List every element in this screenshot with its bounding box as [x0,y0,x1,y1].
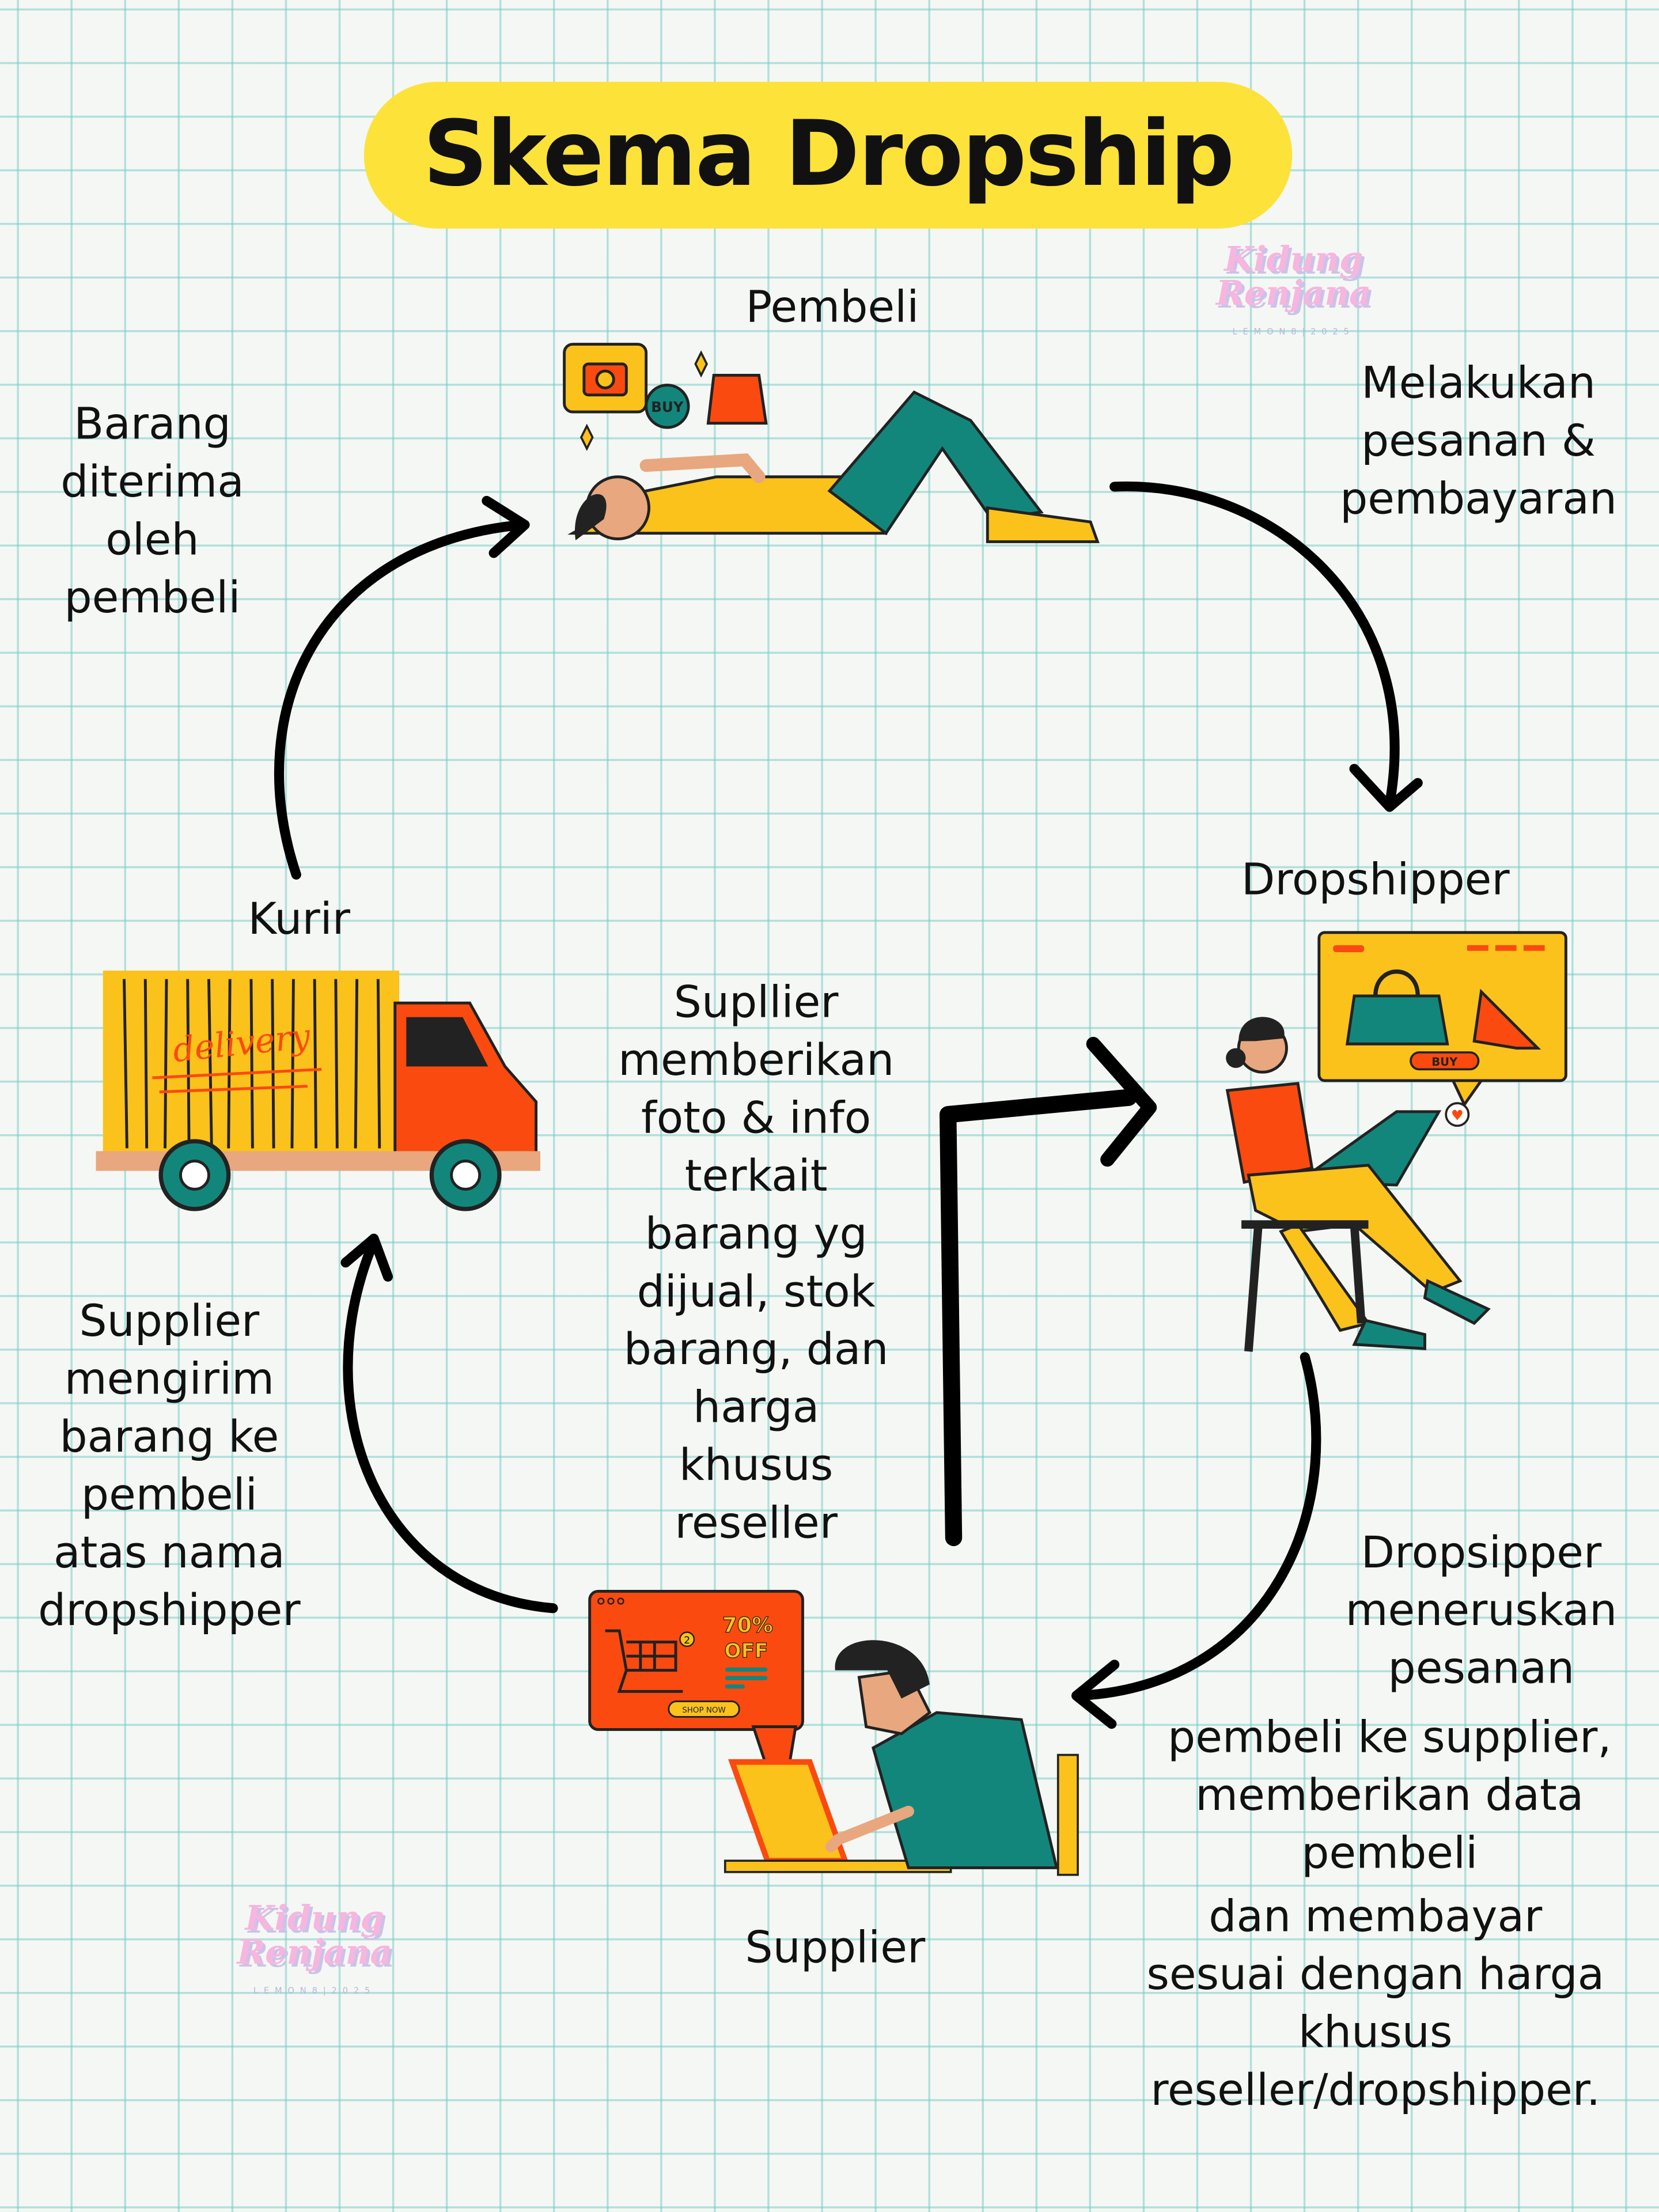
supplier-illustration: 2 70% OFF SHOP NOW [588,1590,1079,1876]
text-line: Barang [74,399,231,450]
shopping-bag-icon [706,373,768,425]
text-line: reseller/dropshipper. [1150,2065,1601,2116]
heart-icon [1445,1102,1470,1127]
buy-button [1410,1051,1480,1071]
arrow-supplier-to-dropshipper [940,1037,1157,1547]
text-line: pembeli [81,1469,257,1521]
sparkle-icon [579,350,708,451]
text-line: pembayaran [1340,474,1617,525]
delivery-truck-illustration: delivery [96,970,540,1211]
promo-popup [588,1590,804,1731]
title-banner: Skema Dropship [363,82,1293,229]
text-line: oleh [105,514,199,566]
cart-icon [605,1629,683,1693]
buyer-illustration: BUY [563,343,1100,543]
text-line: sesuai dengan harga [1146,1949,1605,2001]
text-line: pembeli ke supplier, [1168,1713,1612,1764]
text-line: pesanan [1388,1643,1575,1695]
text-line: Supplier [79,1296,260,1347]
step-forward-text-b: pembeli ke supplier, memberikan data pembe… [1168,1710,1611,1883]
shop-now-button [668,1700,740,1718]
text-line: barang ke [59,1412,279,1463]
text-line: khusus [679,1440,834,1491]
shop-now-text: SHOP NOW [682,1706,726,1715]
step-forward-text-c: dan membayar sesuai dengan harga khusus res… [1146,1889,1604,2120]
discount-text: 70% [722,1612,773,1637]
svg-text:♥: ♥ [1451,1107,1464,1123]
arrow-supplier-to-courier [340,1233,558,1613]
text-line: dropshipper [38,1585,301,1637]
step-received-text: Barang diterima oleh pembeli [60,396,244,628]
label-buyer: Pembeli [745,282,919,333]
text-line: khusus [1298,2007,1453,2059]
label-courier: Kurir [248,894,351,945]
text-line: Melakukan [1361,358,1596,410]
label-supplier: Supplier [745,1922,926,1974]
watermark-sub: LEMON8|2025 [253,1986,376,1997]
text-line: barang, dan [623,1324,889,1376]
handbag-icon [1345,994,1449,1046]
text-line: barang yg [645,1209,868,1260]
arrow-dropshipper-to-supplier [1071,1352,1321,1729]
step-order-text: Melakukan pesanan & pembayaran [1340,355,1617,529]
watermark-sub: LEMON8|2025 [1232,327,1355,338]
page-title: Skema Dropship [423,103,1234,208]
text-line: reseller [675,1498,838,1549]
text-line: dijual, stok [637,1267,876,1318]
watermark-line2: Renjana [1216,272,1372,313]
text-line: pembeli [1301,1828,1478,1880]
arrow-courier-to-buyer [274,495,530,880]
label-dropshipper: Dropshipper [1241,855,1510,906]
dropshipper-illustration: BUY ♥ [1225,931,1567,1352]
buy-button-text: BUY [1431,1055,1458,1069]
step-forward-text-a: Dropsipper meneruskan pesanan [1346,1525,1618,1698]
text-line: Supllier [673,978,839,1029]
watermark-line2: Renjana [237,1931,392,1972]
buy-badge-text: BUY [651,399,684,415]
watermark-line1: Kidung [1224,238,1363,279]
heels-icon [1472,988,1541,1050]
watermark-line1: Kidung [245,1897,384,1938]
buy-badge-icon [645,384,690,429]
text-line: Dropsipper [1361,1528,1602,1579]
text-line: meneruskan [1345,1585,1618,1637]
text-line: pembeli [64,573,241,624]
text-line: memberikan data [1195,1770,1584,1821]
step-ship-text: Supplier mengirim barang ke pembeli atas nam… [38,1294,300,1641]
arrow-buyer-to-dropshipper [1109,481,1423,812]
cart-count-badge: 2 [684,1635,690,1646]
text-line: terkait [684,1151,828,1202]
off-text: OFF [725,1640,768,1663]
text-line: atas nama [54,1528,285,1579]
text-line: foto & info [641,1093,872,1145]
text-line: memberikan [618,1035,895,1086]
step-supplier-info-text: Supllier memberikan foto & info terkait bara… [618,975,894,1553]
text-line: diterima [60,457,244,508]
text-line: pesanan & [1361,416,1596,467]
text-line: dan membayar [1209,1892,1543,1943]
text-line: harga [693,1382,820,1434]
text-line: mengirim [64,1354,275,1406]
